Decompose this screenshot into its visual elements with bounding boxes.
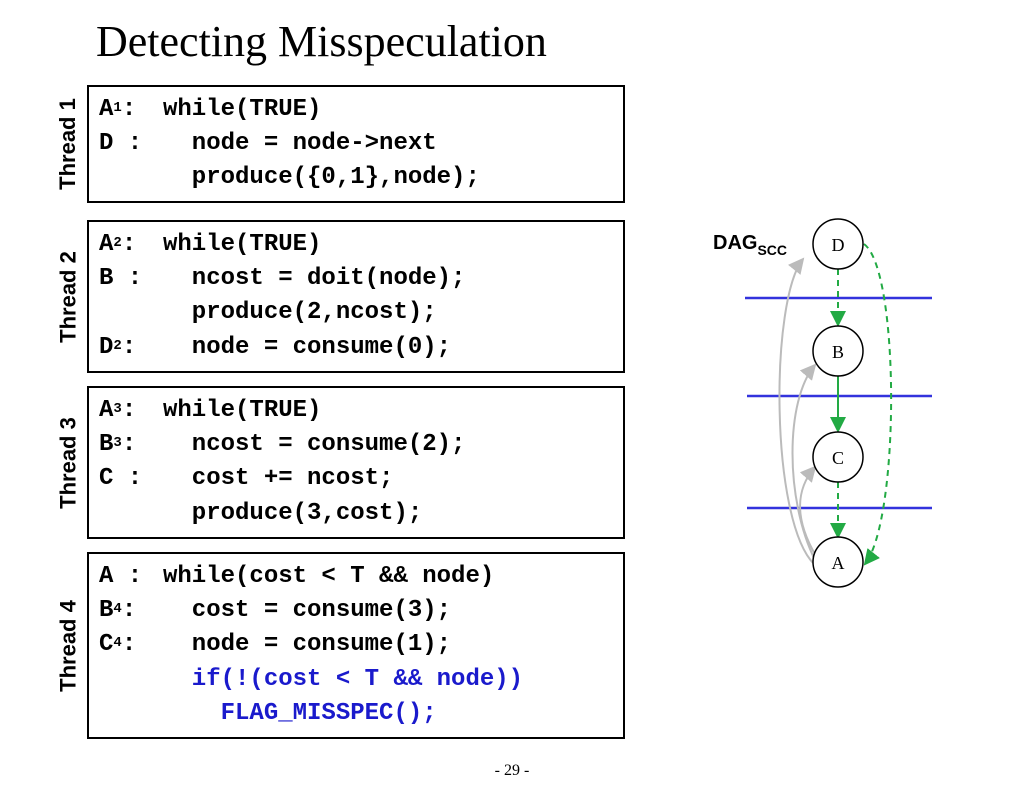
code-text: while(cost < T && node) xyxy=(163,563,495,590)
thread-3-code-box: A3:while(TRUE)B3: ncost = consume(2);C :… xyxy=(87,386,625,539)
statement-label: A : xyxy=(99,563,143,590)
page-number: - 29 - xyxy=(494,762,530,779)
code-line: A2: while(TRUE) xyxy=(99,228,619,262)
code-line: B : ncost = doit(node); xyxy=(99,262,619,296)
statement-label: B : xyxy=(99,265,143,293)
code-line: B3: ncost = consume(2); xyxy=(99,428,619,462)
svg-text:A: A xyxy=(832,553,845,573)
back-edge-a-c xyxy=(799,465,817,557)
thread-1-code-box: A1: while(TRUE) D : node = node->next prod… xyxy=(87,85,625,203)
svg-text:C: C xyxy=(832,448,844,468)
dag-node-a: A xyxy=(812,536,864,588)
code-text: ncost = doit(node); xyxy=(163,265,466,293)
back-edge-a-d xyxy=(778,257,815,565)
statement-label: D : xyxy=(99,130,143,158)
code-line: produce(2,ncost); xyxy=(99,296,619,330)
statement-label: D2: xyxy=(99,333,137,361)
code-line: D2: node = consume(0); xyxy=(99,331,619,365)
code-text: node = consume(1); xyxy=(163,631,452,659)
statement-label: B3: xyxy=(99,431,137,459)
code-line: FLAG_MISSPEC(); xyxy=(99,697,619,731)
dag-node-d: D xyxy=(812,218,864,270)
statement-label: B4: xyxy=(99,597,137,625)
code-line: D : node = node->next xyxy=(99,127,619,161)
code-line: C : cost += ncost; xyxy=(99,462,619,496)
code-text: while(TRUE) xyxy=(163,96,322,123)
dag-label: DAGSCC xyxy=(713,232,787,258)
statement-label: A2: xyxy=(99,231,137,258)
code-line: produce(3,cost); xyxy=(99,497,619,531)
code-text: produce({0,1},node); xyxy=(163,164,480,192)
code-text: produce(3,cost); xyxy=(163,499,423,527)
dag-node-c: C xyxy=(812,431,864,483)
code-line: B4: cost = consume(3); xyxy=(99,594,619,628)
code-text: cost += ncost; xyxy=(163,465,394,493)
thread-4-code-box: A : while(cost < T && node) B4: cost = con… xyxy=(87,552,625,739)
statement-label: C : xyxy=(99,465,143,493)
code-text: if(!(cost < T && node)) xyxy=(163,665,524,693)
statement-label: A3: xyxy=(99,397,137,424)
code-text: node = consume(0); xyxy=(163,333,452,361)
code-line: A1: while(TRUE) xyxy=(99,93,619,127)
dag-node-b: B xyxy=(812,325,864,377)
statement-label: A1: xyxy=(99,96,137,123)
code-text: while(TRUE) xyxy=(163,231,322,258)
statement-label: C4: xyxy=(99,631,137,659)
code-text: while(TRUE) xyxy=(163,397,322,424)
code-line: if(!(cost < T && node)) xyxy=(99,663,619,697)
code-text: produce(2,ncost); xyxy=(163,299,437,327)
code-text: ncost = consume(2); xyxy=(163,431,466,459)
code-text: node = node->next xyxy=(163,130,437,158)
svg-text:D: D xyxy=(832,235,845,255)
thread-2-code-box: A2: while(TRUE) B : ncost = doit(node); pr… xyxy=(87,220,625,373)
svg-text:B: B xyxy=(832,342,844,362)
edge-d-a-curved xyxy=(863,243,893,566)
code-text: cost = consume(3); xyxy=(163,597,452,625)
code-line: C4: node = consume(1); xyxy=(99,628,619,662)
code-text: FLAG_MISSPEC(); xyxy=(163,699,437,727)
code-line: A3: while(TRUE) xyxy=(99,394,619,428)
code-line: A : while(cost < T && node) xyxy=(99,560,619,594)
code-line: produce({0,1},node); xyxy=(99,161,619,195)
page-title: Detecting Misspeculation xyxy=(96,17,547,66)
